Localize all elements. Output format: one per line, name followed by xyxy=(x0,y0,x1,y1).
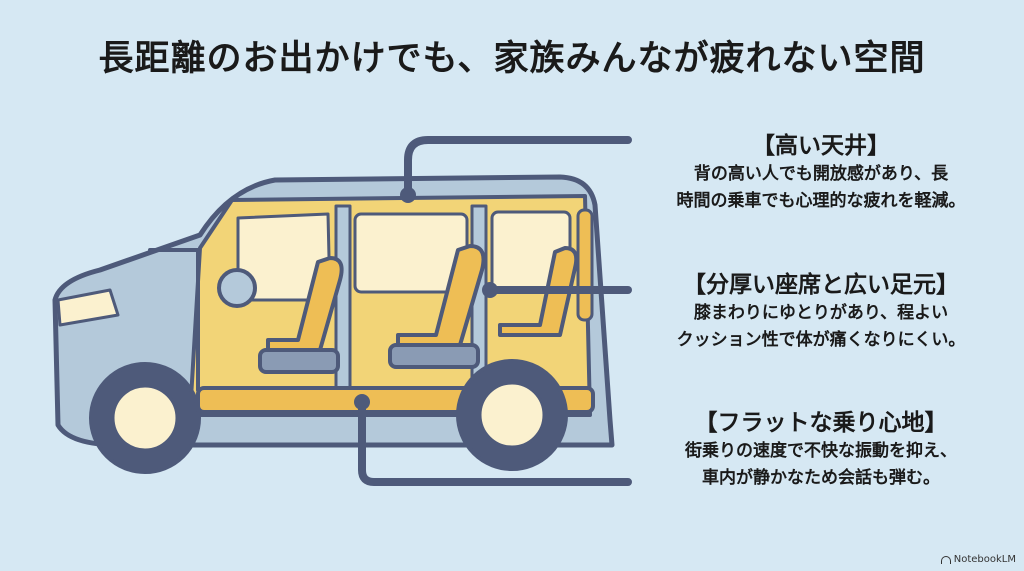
middle-seat-base xyxy=(388,343,480,369)
callout-text: 時間の乗車でも心理的な疲れを軽減。 xyxy=(676,191,966,211)
notebooklm-logo-icon xyxy=(940,555,951,564)
b-pillar xyxy=(334,204,352,408)
leader-dot-ride xyxy=(354,394,370,410)
front-seat-base xyxy=(258,348,340,374)
callout-flat-ride: 【フラットな乗り心地】 街乗りの速度で不快な振動を抑え、 車内が静かなため会話も… xyxy=(636,408,1006,492)
callout-heading: 【フラットな乗り心地】 xyxy=(694,410,948,436)
callout-text: クッション性で体が痛くなりにくい。 xyxy=(676,330,966,350)
leader-dot-ceiling xyxy=(400,187,416,203)
callout-thick-seats: 【分厚い座席と広い足元】 膝まわりにゆとりがあり、程よい クッション性で体が痛く… xyxy=(636,270,1006,354)
front-door-edge xyxy=(148,248,200,392)
steering-wheel-icon xyxy=(217,268,257,308)
leader-line-ceiling xyxy=(404,136,632,199)
callout-text: 街乗りの速度で不快な振動を抑え、 xyxy=(685,441,957,461)
rear-seat-icon xyxy=(498,246,579,337)
rear-hubcap xyxy=(478,381,546,449)
callout-text: 車内が静かなため会話も弾む。 xyxy=(702,468,940,488)
callout-heading: 【高い天井】 xyxy=(752,133,890,159)
front-hubcap xyxy=(111,384,179,452)
middle-seat-icon xyxy=(396,244,486,347)
callout-text: 背の高い人でも開放感があり、長 xyxy=(693,164,949,184)
page-title: 長距離のお出かけでも、家族みんなが疲れない空間 xyxy=(98,39,926,79)
rear-light-icon xyxy=(576,208,594,322)
callout-high-ceiling: 【高い天井】 背の高い人でも開放感があり、長 時間の乗車でも心理的な疲れを軽減。 xyxy=(636,131,1006,215)
leader-line-ride xyxy=(358,398,632,486)
branding-watermark: NotebookLM xyxy=(940,554,1016,565)
callout-text: 膝まわりにゆとりがあり、程よい xyxy=(693,303,949,323)
leader-dot-seat xyxy=(482,282,498,298)
front-seat-icon xyxy=(266,256,344,352)
branding-text: NotebookLM xyxy=(953,554,1016,565)
callout-heading: 【分厚い座席と広い足元】 xyxy=(683,272,959,298)
headlight-icon xyxy=(56,288,120,327)
